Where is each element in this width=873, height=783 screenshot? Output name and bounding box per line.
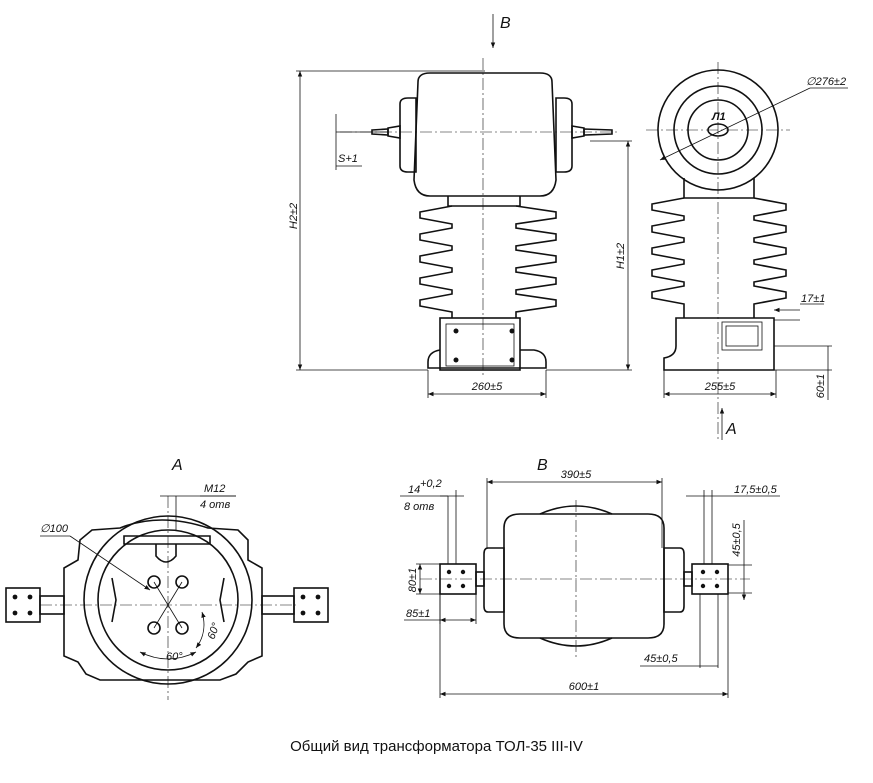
d276-label: ∅276±2 <box>806 76 846 88</box>
base-plate-inner <box>445 323 515 367</box>
view-b: В 390±5 14 +0,2 8 отв <box>400 457 780 698</box>
right-terminal <box>571 125 585 139</box>
nameplate-inner <box>725 325 759 347</box>
side-base <box>663 317 775 371</box>
base-outline <box>63 519 263 681</box>
lug-bolt <box>12 610 18 616</box>
view-a-title: А <box>171 457 183 474</box>
lug-hole <box>700 583 706 589</box>
lug-hole <box>714 569 720 575</box>
terminal-label: Л1 <box>711 111 726 123</box>
h1-label: H1±2 <box>615 243 627 269</box>
angle-60-bottom: 60° <box>166 651 183 663</box>
view-b-label: В <box>500 15 511 32</box>
side-view: Л1 ∅276±2 17±1 60±1 255±5 А <box>646 62 848 440</box>
side-sheds-left <box>651 197 685 318</box>
b-right-cap <box>663 547 685 613</box>
angle-arc-right <box>195 611 206 649</box>
head-right-cap <box>555 97 573 173</box>
base-foot <box>427 349 547 369</box>
d85-label: 85±1 <box>406 608 430 620</box>
right-terminal-blade <box>583 128 613 136</box>
d17-label: 17±1 <box>801 293 825 305</box>
mount-hole <box>175 575 189 589</box>
bolt <box>453 328 459 334</box>
m12-count: 4 отв <box>200 499 230 511</box>
base-plate <box>439 317 521 371</box>
d390-label: 390±5 <box>561 469 592 481</box>
lug-hole <box>700 569 706 575</box>
bolt <box>453 357 459 363</box>
w255-label: 255±5 <box>704 381 736 393</box>
d175-label: 17,5±0,5 <box>734 484 778 496</box>
lug-hole <box>446 569 452 575</box>
d14-count: 8 отв <box>404 501 434 513</box>
d60-label: 60±1 <box>815 374 827 398</box>
right-lug <box>293 587 329 623</box>
head-left-cap <box>399 97 417 173</box>
lug-bolt <box>300 594 306 600</box>
left-terminal-blade <box>371 128 389 136</box>
lug-bolt <box>300 610 306 616</box>
d100-label: ∅100 <box>40 523 69 535</box>
hole-diagonal <box>153 581 183 629</box>
mount-hole <box>147 575 161 589</box>
base-inner-circle <box>97 529 239 671</box>
insulator-sheds-left <box>419 205 453 318</box>
d600-label: 600±1 <box>569 681 600 693</box>
lug-hole <box>446 583 452 589</box>
front-view: В H2±2 H1±2 <box>288 14 632 398</box>
lug-bolt <box>12 594 18 600</box>
side-sheds-right <box>753 197 787 318</box>
mount-hole <box>175 621 189 635</box>
d14-tol: +0,2 <box>420 478 442 490</box>
left-lug-stem <box>39 595 65 615</box>
lug-bolt <box>315 610 321 616</box>
base-slot <box>123 535 211 545</box>
b-body <box>503 513 665 639</box>
view-b-title: В <box>537 457 548 474</box>
insulator-neck <box>447 196 521 207</box>
d80-label: 80±1 <box>407 568 419 592</box>
mount-hole <box>147 621 161 635</box>
lug-bolt <box>27 610 33 616</box>
drawing-caption: Общий вид трансформатора ТОЛ-35 III-IV <box>290 738 583 755</box>
base-ribs <box>111 577 225 623</box>
m12-label: M12 <box>204 483 225 495</box>
bolt <box>509 328 515 334</box>
angle-arc-bottom <box>139 651 197 660</box>
d100-leader <box>69 535 151 591</box>
s-label: S+1 <box>338 153 358 165</box>
lug-hole <box>460 583 466 589</box>
transformer-head <box>413 72 557 197</box>
nameplate <box>721 321 763 351</box>
view-a-label: А <box>725 421 737 438</box>
insulator-sheds-right <box>515 205 557 318</box>
lug-hole <box>460 569 466 575</box>
w260-label: 260±5 <box>471 381 503 393</box>
bolt <box>509 357 515 363</box>
lug-bolt <box>27 594 33 600</box>
view-a: А 60° 60° M12 4 отв ∅100 <box>5 457 329 700</box>
base-notch <box>155 544 177 563</box>
lug-bolt <box>315 594 321 600</box>
angle-60-right: 60° <box>206 621 223 641</box>
d45v-label: 45±0,5 <box>731 522 743 556</box>
d45h-label: 45±0,5 <box>644 653 678 665</box>
d14-main: 14 <box>408 484 420 496</box>
h2-label: H2±2 <box>288 203 300 229</box>
b-left-cap <box>483 547 505 613</box>
side-neck <box>683 178 755 199</box>
lug-hole <box>714 583 720 589</box>
left-lug <box>5 587 41 623</box>
d276-leader <box>659 87 811 161</box>
